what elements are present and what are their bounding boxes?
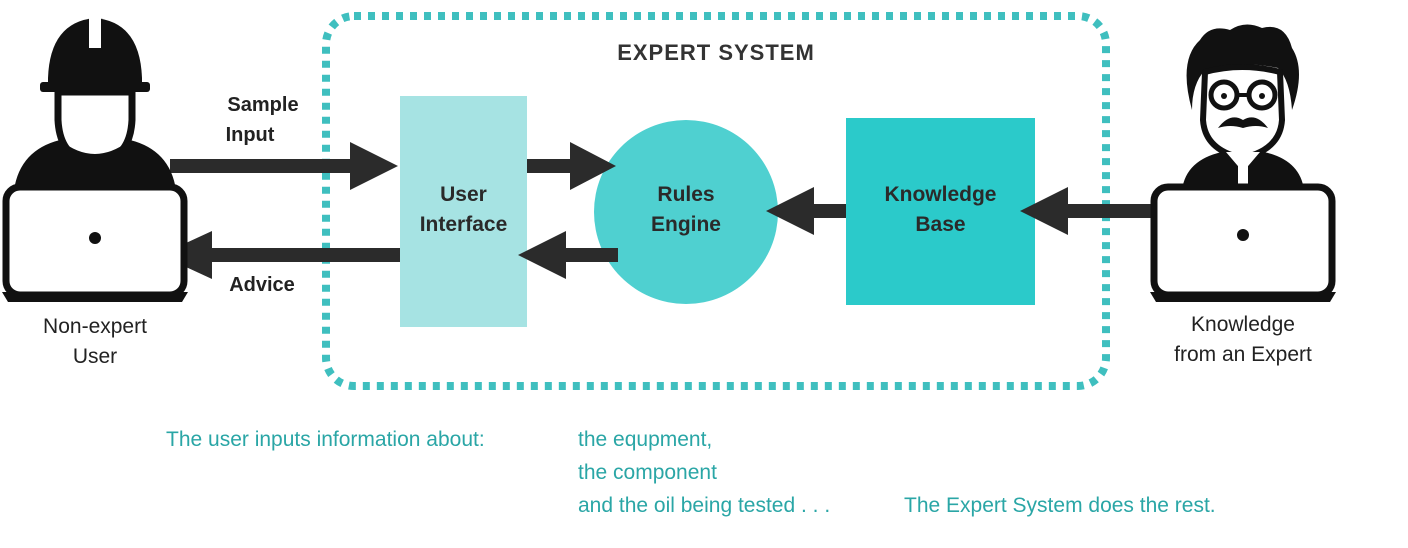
- advice-label: Advice: [229, 274, 295, 296]
- user-interface-label-line2: Interface: [419, 213, 508, 236]
- non-expert-user-label-line1: Non-expert: [43, 315, 147, 338]
- rules-engine-circle: [594, 120, 778, 304]
- expert-to-kb-arrow: [1020, 187, 1160, 235]
- non-expert-user-label-line2: User: [72, 345, 118, 368]
- rules-engine-label-line1: Rules: [657, 183, 715, 206]
- ui-to-engine-arrow: [527, 142, 616, 190]
- sample-input-label-line1: Sample: [227, 94, 299, 116]
- expert-system-boundary: [322, 12, 1110, 390]
- worker-user-icon: [2, 18, 188, 302]
- user-interface-label-line1: User: [440, 183, 487, 206]
- expert-label-line2: from an Expert: [1174, 343, 1312, 366]
- expert-label-line1: Knowledge: [1191, 313, 1295, 336]
- knowledge-base-label: Knowledge Base: [846, 180, 1035, 240]
- expert-icon: [1150, 24, 1336, 302]
- non-expert-user-label: Non-expert User: [10, 312, 180, 372]
- expert-label: Knowledge from an Expert: [1140, 310, 1346, 370]
- sample-input-label-line2: Input: [225, 124, 275, 146]
- user-interface-box: [400, 96, 527, 327]
- caption-item-1: the equpment,: [578, 428, 713, 451]
- caption-outro: The Expert System does the rest.: [904, 494, 1216, 517]
- caption-intro: The user inputs information about:: [166, 428, 485, 451]
- sample-input-arrow: [170, 142, 398, 190]
- rules-engine-label-line2: Engine: [650, 213, 721, 236]
- kb-to-engine-arrow: [766, 187, 846, 235]
- caption-item-3: and the oil being tested . . .: [578, 494, 831, 517]
- caption-item-2: the component: [578, 461, 717, 484]
- knowledge-base-box: [846, 118, 1035, 305]
- knowledge-base-label-line1: Knowledge: [884, 183, 997, 206]
- knowledge-base-label-line2: Base: [915, 213, 966, 236]
- user-interface-label: User Interface: [400, 180, 527, 240]
- system-title: EXPERT SYSTEM: [617, 40, 815, 65]
- engine-to-ui-arrow: [518, 231, 618, 279]
- sample-input-label: Sample Input: [208, 90, 318, 150]
- rules-engine-label: Rules Engine: [594, 180, 778, 240]
